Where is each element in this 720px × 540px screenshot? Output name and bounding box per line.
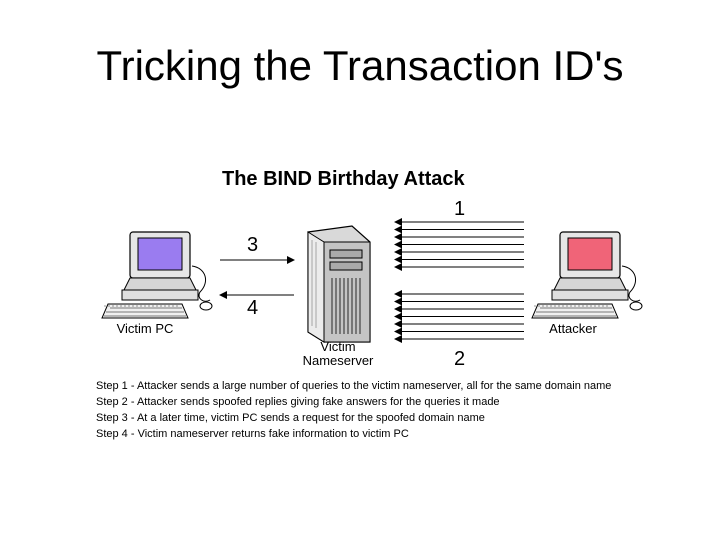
attacker-label: Attacker — [549, 321, 597, 336]
step-3: Step 3 - At a later time, victim PC send… — [96, 412, 485, 424]
arrow-label-4: 4 — [247, 297, 259, 319]
nameserver-icon — [307, 225, 371, 343]
step-2: Step 2 - Attacker sends spoofed replies … — [96, 396, 500, 408]
reply-arrows — [394, 290, 524, 343]
step-1: Step 1 - Attacker sends a large number o… — [96, 380, 612, 392]
nameserver-label: Victim Nameserver — [296, 340, 380, 368]
arrow-label-1: 1 — [454, 198, 466, 220]
arrow-label-3: 3 — [247, 234, 259, 256]
nameserver-label-line2: Nameserver — [302, 353, 374, 368]
attacker-pc-icon — [531, 231, 643, 319]
victim-pc-label: Victim PC — [116, 321, 174, 336]
diagram-title: The BIND Birthday Attack — [222, 168, 465, 190]
query-arrows — [394, 218, 524, 271]
step-4: Step 4 - Victim nameserver returns fake … — [96, 428, 409, 440]
slide-title: Tricking the Transaction ID's — [96, 42, 624, 89]
victim-pc-icon — [101, 231, 213, 319]
arrow-label-2: 2 — [454, 348, 466, 370]
steps-list: Step 1 - Attacker sends a large number o… — [96, 378, 696, 442]
nameserver-label-line1: Victim — [320, 339, 356, 354]
